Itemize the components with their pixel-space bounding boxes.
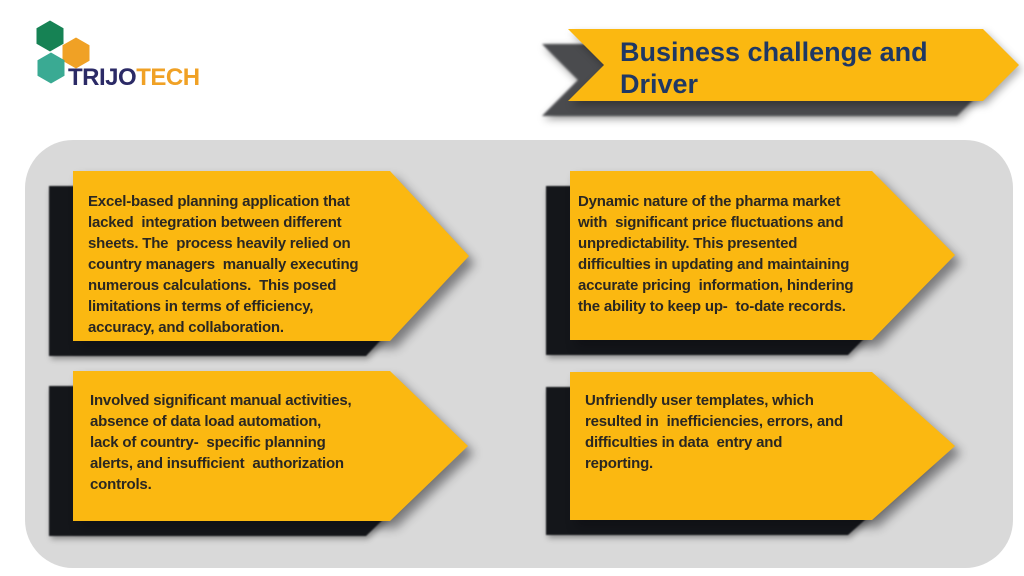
title-banner [542, 29, 1019, 116]
hexagon-green-icon [36, 20, 64, 52]
logo-text-tech: TECH [136, 64, 200, 91]
slide-title: Business challenge and Driver [620, 37, 928, 99]
title-banner-shape [568, 29, 1019, 101]
logo-hexagons-icon [36, 20, 90, 84]
card-2-arrow-shape [570, 171, 955, 340]
challenge-card-3-shape [49, 371, 468, 536]
challenge-card-4-shape [546, 372, 955, 535]
logo-wordmark: TRIJOTECH [68, 66, 200, 90]
hexagon-teal-icon [37, 52, 65, 84]
card-2-text: Dynamic nature of the pharma market with… [578, 193, 854, 315]
card-4-text: Unfriendly user templates, which resulte… [585, 392, 843, 472]
card-3-text: Involved significant manual activities, … [90, 392, 352, 493]
card-3-arrow-shape [73, 371, 468, 521]
card-1-text: Excel-based planning application that la… [88, 193, 359, 336]
challenge-card-1-shape [49, 171, 469, 356]
card-4-arrow-shape [570, 372, 955, 520]
card-1-arrow-shape [73, 171, 469, 341]
brand-logo: TRIJOTECH [32, 18, 242, 96]
challenge-card-2-shape [546, 171, 955, 355]
hexagon-orange-icon [62, 37, 90, 69]
logo-text-trijo: TRIJO [68, 64, 137, 91]
